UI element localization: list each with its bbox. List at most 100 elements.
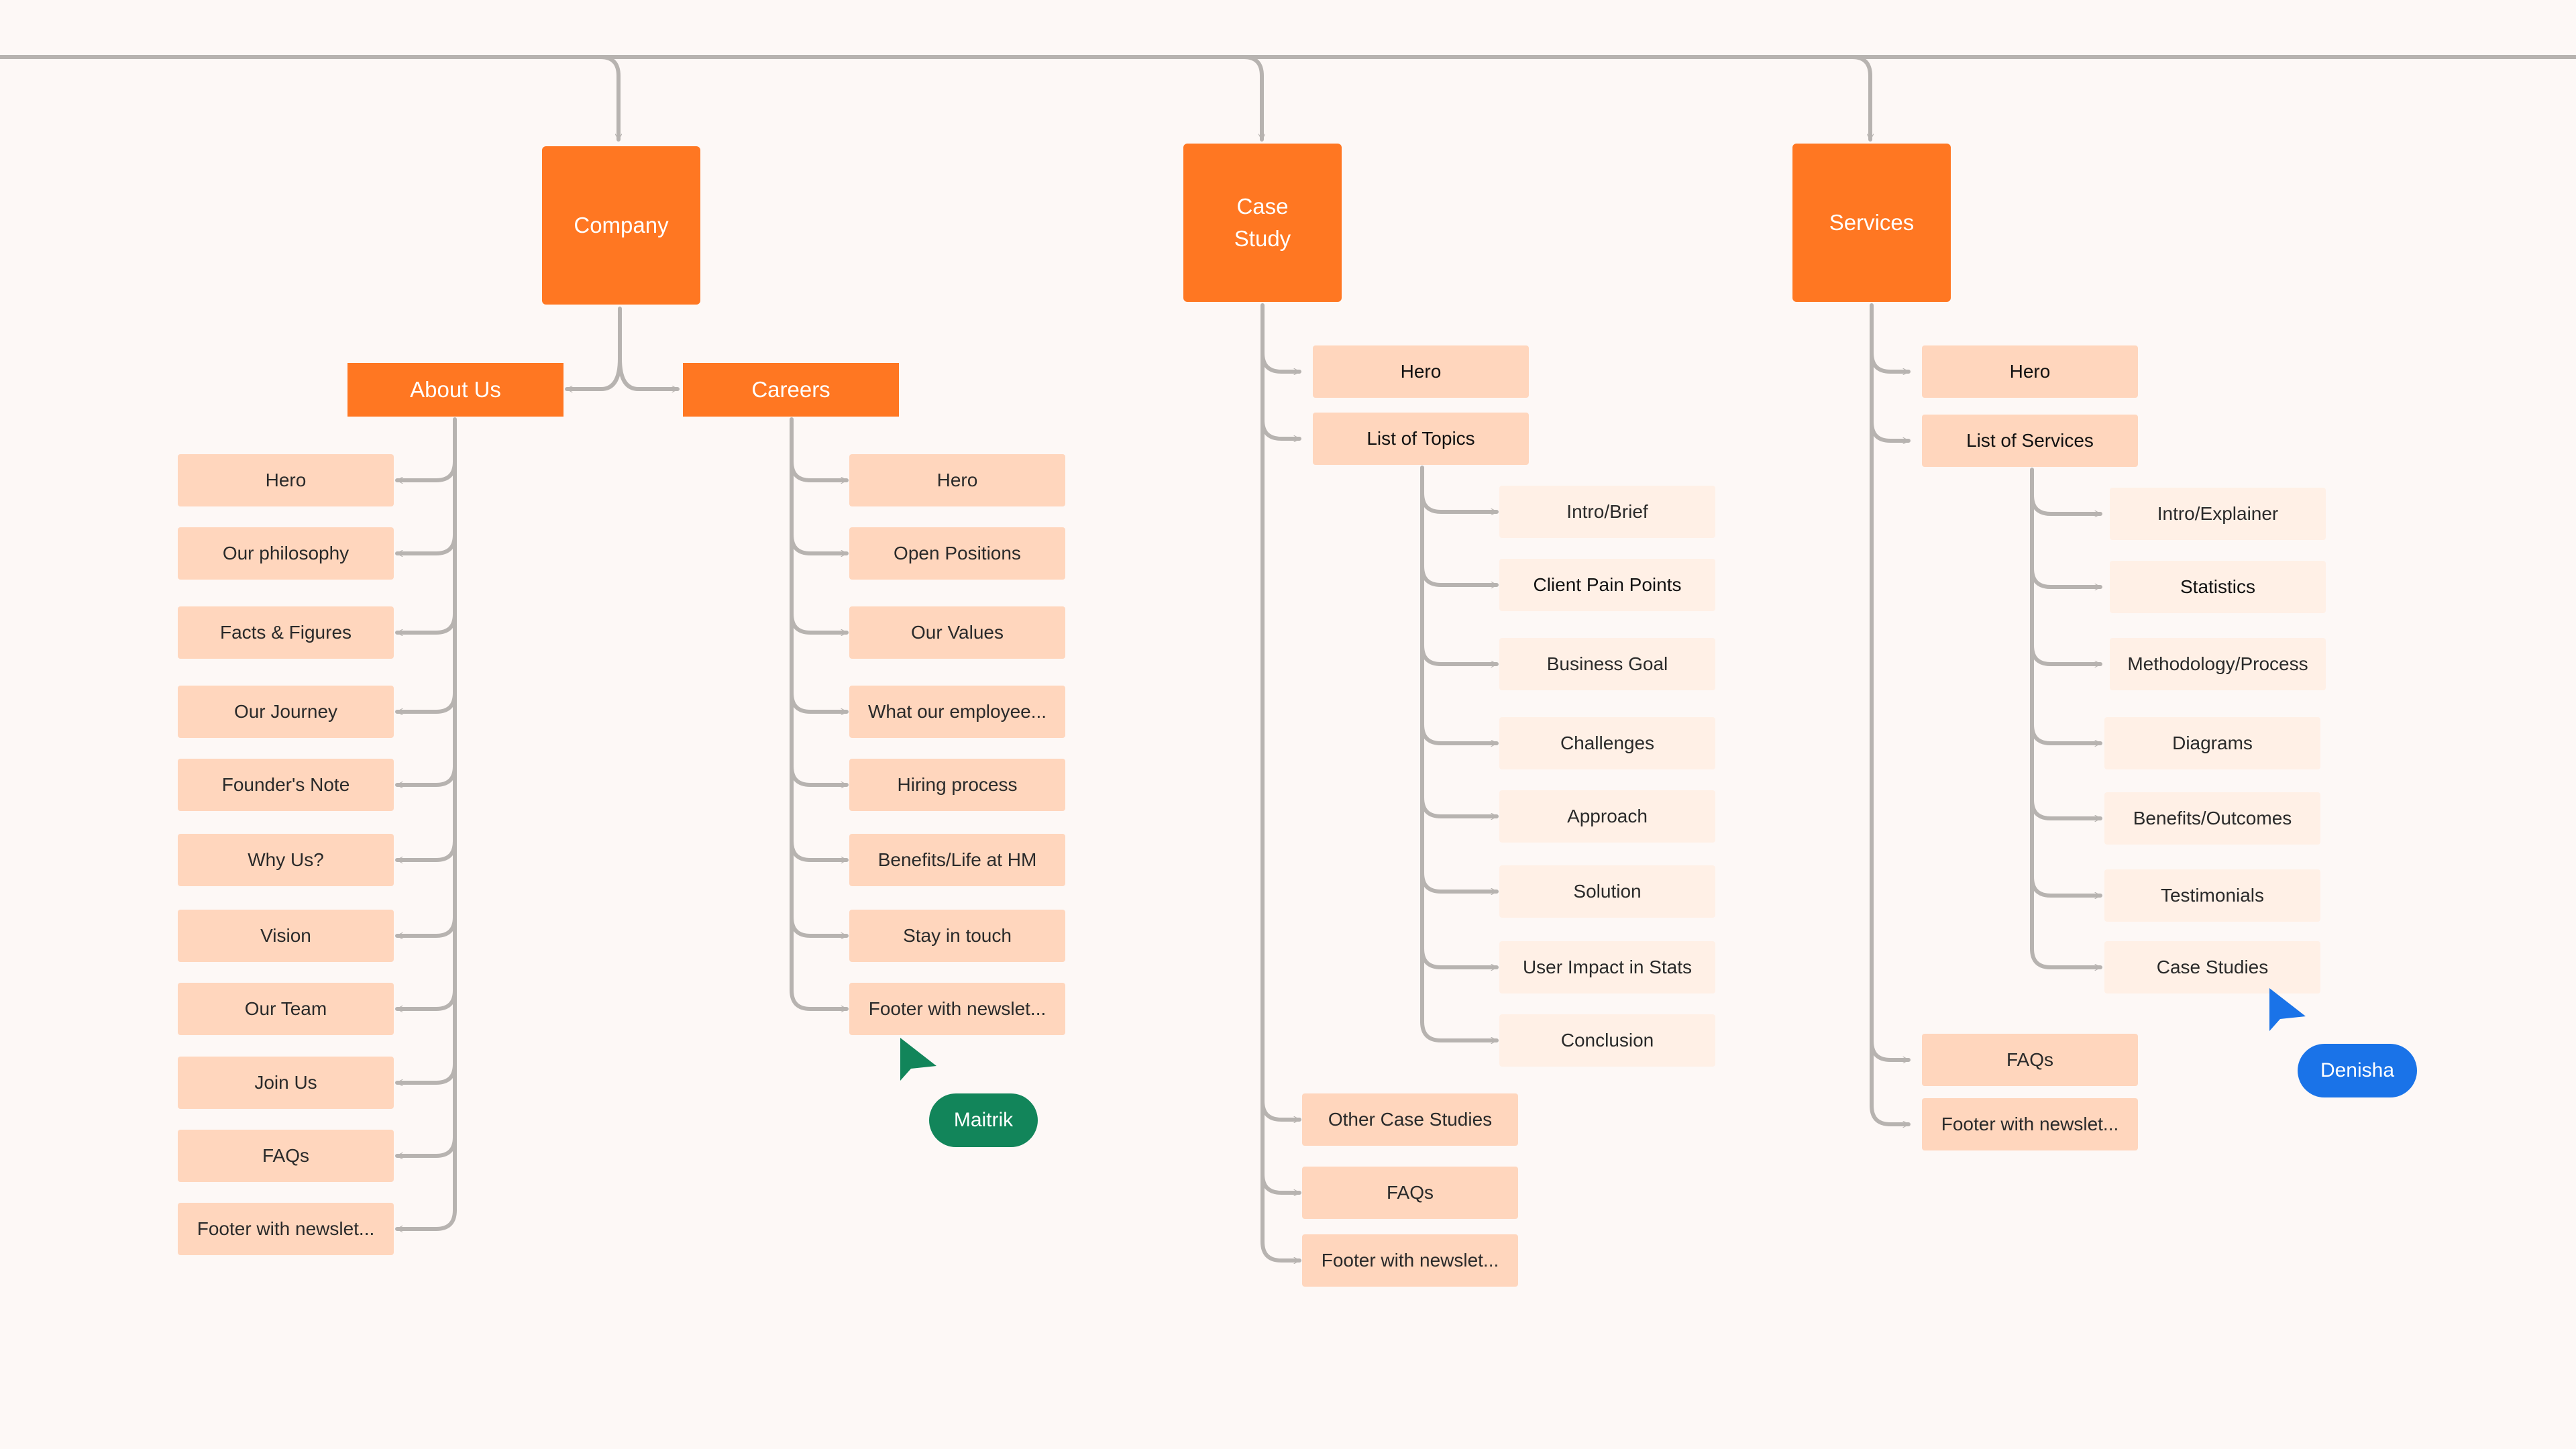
category-company[interactable]: Company — [542, 146, 700, 305]
services-item[interactable]: Footer with newslet... — [1922, 1098, 2138, 1150]
topic-item[interactable]: Intro/Brief — [1499, 486, 1715, 538]
category-services[interactable]: Services — [1792, 144, 1951, 302]
branch-connector — [1420, 796, 1499, 816]
about-us-item[interactable]: Our Journey — [178, 686, 394, 738]
careers-item[interactable]: Footer with newslet... — [849, 983, 1065, 1035]
about-us-item[interactable]: FAQs — [178, 1130, 394, 1182]
branch-connector — [790, 691, 849, 712]
services-item[interactable]: Hero — [1922, 345, 2138, 398]
case-study-item[interactable]: List of Topics — [1313, 413, 1529, 465]
branch-connector — [1420, 871, 1499, 892]
collaborator-cursor-icon — [2269, 988, 2306, 1031]
case-study-item[interactable]: FAQs — [1302, 1167, 1518, 1219]
service-sub-item[interactable]: Diagrams — [2104, 717, 2320, 769]
branch-connector — [1260, 418, 1301, 439]
services-item[interactable]: FAQs — [1922, 1034, 2138, 1086]
branch-connector — [395, 691, 457, 712]
topic-item[interactable]: Business Goal — [1499, 638, 1715, 690]
branch-connector — [395, 839, 457, 860]
branch-connector — [790, 915, 849, 936]
service-sub-item[interactable]: Benefits/Outcomes — [2104, 792, 2320, 845]
branch-connector — [790, 460, 849, 480]
service-sub-item[interactable]: Intro/Explainer — [2110, 488, 2326, 540]
branch-connector — [1420, 564, 1499, 585]
branch-connector — [1420, 1020, 1499, 1040]
topic-item[interactable]: Challenges — [1499, 717, 1715, 769]
careers-item[interactable]: Stay in touch — [849, 910, 1065, 962]
branch-connector — [1260, 1099, 1301, 1120]
collaborator-label-denisha: Denisha — [2298, 1044, 2417, 1097]
section-careers[interactable]: Careers — [683, 363, 899, 417]
branch-connector — [2030, 875, 2102, 896]
branch-connector — [790, 839, 849, 860]
branch-connector — [395, 764, 457, 785]
about-us-item[interactable]: Founder's Note — [178, 759, 394, 811]
branch-connector — [1420, 491, 1499, 512]
branch-connector — [1420, 643, 1499, 664]
branch-connector — [2030, 643, 2102, 664]
section-about-us[interactable]: About Us — [347, 363, 564, 417]
case-study-item[interactable]: Footer with newslet... — [1302, 1234, 1518, 1287]
topic-item[interactable]: Client Pain Points — [1499, 559, 1715, 611]
branch-connector — [395, 1208, 457, 1229]
about-us-item[interactable]: Our Team — [178, 983, 394, 1035]
branch-connector — [790, 612, 849, 633]
about-us-item[interactable]: Join Us — [178, 1057, 394, 1109]
careers-item[interactable]: Hero — [849, 454, 1065, 506]
split-connector — [618, 357, 680, 389]
service-sub-item[interactable]: Case Studies — [2104, 941, 2320, 994]
careers-item[interactable]: Benefits/Life at HM — [849, 834, 1065, 886]
topic-item[interactable]: Solution — [1499, 865, 1715, 918]
case-study-item[interactable]: Hero — [1313, 345, 1529, 398]
topic-item[interactable]: Approach — [1499, 790, 1715, 843]
branch-connector — [1870, 1104, 1911, 1124]
careers-item[interactable]: Hiring process — [849, 759, 1065, 811]
branch-connector — [1260, 351, 1301, 372]
about-us-item[interactable]: Hero — [178, 454, 394, 506]
branch-connector — [395, 460, 457, 480]
about-us-item[interactable]: Vision — [178, 910, 394, 962]
branch-connector — [395, 915, 457, 936]
branch-connector — [1260, 1172, 1301, 1193]
careers-item[interactable]: Our Values — [849, 606, 1065, 659]
branch-connector — [395, 988, 457, 1009]
about-us-item[interactable]: Footer with newslet... — [178, 1203, 394, 1255]
topic-item[interactable]: Conclusion — [1499, 1014, 1715, 1067]
about-us-item[interactable]: Why Us? — [178, 834, 394, 886]
careers-item[interactable]: What our employee... — [849, 686, 1065, 738]
branch-connector — [2030, 493, 2102, 514]
services-item[interactable]: List of Services — [1922, 415, 2138, 467]
branch-connector — [395, 1062, 457, 1083]
service-sub-item[interactable]: Methodology/Process — [2110, 638, 2326, 690]
branch-connector — [790, 533, 849, 553]
category-case-study[interactable]: Case Study — [1183, 144, 1342, 302]
case-study-item[interactable]: Other Case Studies — [1302, 1093, 1518, 1146]
topic-item[interactable]: User Impact in Stats — [1499, 941, 1715, 994]
branch-connector — [395, 533, 457, 553]
branch-connector — [790, 764, 849, 785]
branch-connector — [2030, 947, 2102, 967]
branch-connector — [395, 1135, 457, 1156]
careers-item[interactable]: Open Positions — [849, 527, 1065, 580]
branch-connector — [790, 988, 849, 1009]
split-connector — [565, 307, 622, 389]
branch-connector — [1870, 420, 1911, 441]
service-sub-item[interactable]: Statistics — [2110, 561, 2326, 613]
drop-connector — [1850, 55, 1870, 142]
branch-connector — [1870, 1039, 1911, 1060]
service-sub-item[interactable]: Testimonials — [2104, 869, 2320, 922]
branch-connector — [395, 612, 457, 633]
drop-connector — [598, 55, 619, 142]
branch-connector — [2030, 566, 2102, 587]
collaborator-cursor-icon — [900, 1038, 936, 1081]
branch-connector — [1420, 947, 1499, 967]
about-us-item[interactable]: Facts & Figures — [178, 606, 394, 659]
branch-connector — [1260, 1240, 1301, 1260]
branch-connector — [1420, 722, 1499, 743]
branch-connector — [2030, 722, 2102, 743]
about-us-item[interactable]: Our philosophy — [178, 527, 394, 580]
collaborator-label-maitrik: Maitrik — [929, 1093, 1038, 1147]
branch-connector — [1870, 351, 1911, 372]
